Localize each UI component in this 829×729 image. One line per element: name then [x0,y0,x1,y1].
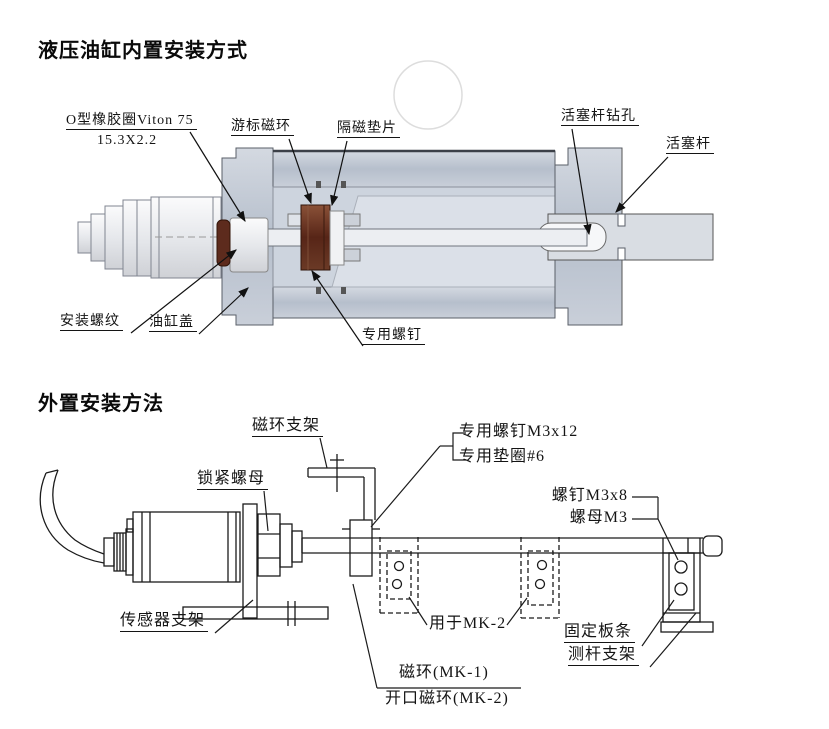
label-rod-drill-hole: 活塞杆钻孔 [561,109,639,127]
magnet-ring-position-2 [520,537,560,619]
sensor-body [77,196,222,279]
label-o-ring: O型橡胶圈Viton 75 [66,113,197,131]
barrel-top-wall [272,150,556,188]
watermark-circle [393,60,463,130]
label-fixing-strip: 固定板条 [564,623,636,643]
o-ring [216,219,231,267]
label-special-screw: 专用螺钉 [362,328,425,346]
label-special-washer-6: 专用垫圈#6 [459,448,546,465]
vernier-magnet-ring [300,204,331,271]
lock-nut-shape [257,513,303,577]
label-special-screw-m3x12: 专用螺钉M3x12 [459,423,579,440]
magnet-ring-bracket-shape [307,454,376,520]
isolation-spacer-washer [329,210,345,266]
ring-stud-left [287,213,302,227]
label-mounting-thread: 安装螺纹 [60,314,123,332]
label-vernier-ring: 游标磁环 [231,119,294,137]
magnet-ring-position-1 [379,537,419,614]
label-piston-rod: 活塞杆 [666,137,714,155]
sensor-body-external [126,511,241,583]
internal-mounting-diagram [77,60,714,326]
label-rod-bracket: 测杆支架 [568,646,640,666]
section-title-internal: 液压油缸内置安装方式 [38,40,248,62]
leader-lines-internal [130,128,669,347]
ring-stud-bottom [343,248,361,262]
thread-bushing [229,217,269,273]
ring-stud-top [343,213,361,227]
barrel-bottom-wall [272,286,556,319]
cable-gland [103,528,134,576]
label-isolation-spacer: 隔磁垫片 [337,121,400,139]
label-o-ring-size: 15.3X2.2 [97,133,158,148]
label-ring-mk1: 磁环(MK-1) [399,664,489,681]
sensor-cable [39,472,105,564]
section-title-external: 外置安装方法 [38,393,164,415]
label-open-ring-mk2: 开口磁环(MK-2) [385,690,509,707]
label-nut-m3: 螺母M3 [569,509,628,526]
label-screw-m3x8: 螺钉M3x8 [551,487,628,504]
external-mounting-diagram [39,432,723,689]
leader-lines-external [214,432,697,689]
label-for-mk2: 用于MK-2 [429,615,507,632]
label-ring-bracket: 磁环支架 [252,417,324,437]
rod-support-bracket-shape [660,538,714,633]
label-sensor-bracket: 传感器支架 [120,612,209,632]
magnet-block [342,519,380,577]
label-lock-nut: 锁紧螺母 [197,470,269,490]
sensor-bracket-shape [182,503,329,626]
measuring-rod [301,535,723,557]
label-cylinder-cap: 油缸盖 [149,315,197,333]
